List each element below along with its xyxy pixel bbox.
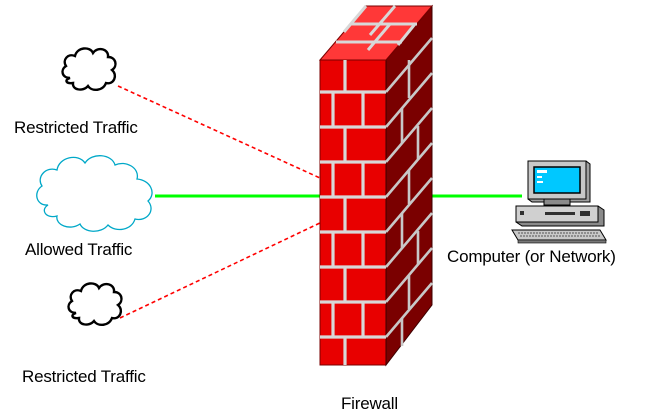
restricted-line-bottom	[119, 221, 323, 319]
restricted-cloud-icon-top	[61, 47, 117, 91]
restricted-traffic-label-top: Restricted Traffic	[14, 118, 138, 137]
firewall-label: Firewall	[341, 394, 398, 413]
computer-icon	[511, 160, 607, 244]
wall-front-face	[319, 59, 387, 366]
restricted-traffic-label-bottom: Restricted Traffic	[22, 367, 146, 386]
computer-label: Computer (or Network)	[447, 247, 616, 266]
monitor	[527, 160, 591, 206]
brick-wall-icon	[318, 4, 434, 367]
system-unit	[515, 205, 605, 227]
allowed-cloud-icon	[36, 155, 153, 232]
restricted-cloud-icon-bottom	[67, 282, 123, 326]
keyboard	[511, 229, 607, 244]
allowed-traffic-label: Allowed Traffic	[25, 240, 133, 259]
restricted-line-top	[117, 85, 321, 179]
